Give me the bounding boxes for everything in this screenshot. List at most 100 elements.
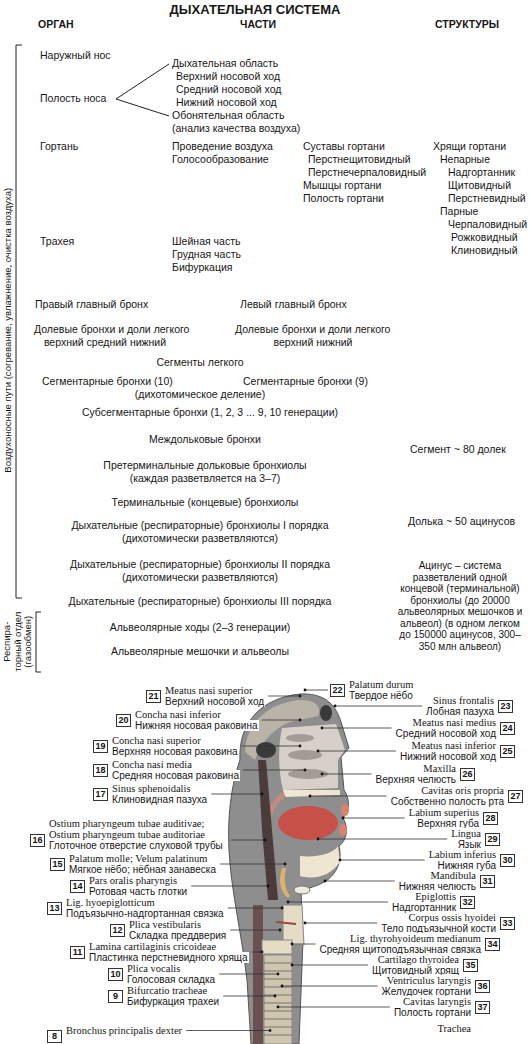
leader-line	[262, 720, 301, 721]
latin-term: Cartilago thyroidea	[377, 954, 460, 965]
callout-number: 26	[461, 769, 474, 780]
callout-box: 33	[500, 917, 515, 930]
callout-box: 16	[30, 834, 45, 847]
callout-number: 8	[48, 1031, 61, 1042]
latin-term: Ventriculus laryngis	[386, 975, 472, 986]
row-text: Полость гортани	[303, 192, 384, 205]
callout-number: 22	[331, 685, 344, 696]
callout-box: 36	[475, 980, 490, 993]
row-text: (дихотомически разветвляются)	[122, 571, 278, 584]
callout-number: 21	[147, 691, 160, 702]
leader-dot	[279, 929, 282, 932]
callout-number: 35	[464, 960, 477, 971]
row-text: Долька ~ 50 ацинусов	[408, 515, 515, 528]
leader-dot	[291, 943, 294, 946]
leader-dot	[317, 750, 320, 753]
row-text: Мышцы гортани	[303, 179, 381, 192]
leader-dot	[261, 951, 264, 954]
leader-dot	[274, 995, 277, 998]
callout-number: 20	[117, 715, 130, 726]
latin-term: Lamina cartilaginis cricoideae	[88, 941, 217, 952]
latin-term: Bronchus principalis dexter	[65, 1025, 183, 1036]
callout-box: 19	[93, 740, 108, 753]
leader-line	[219, 974, 278, 975]
callout-box: 13	[47, 902, 62, 915]
latin-term: Concha nasi superior	[111, 735, 202, 746]
leader-dot	[321, 727, 324, 730]
sphenoid-sinus	[256, 742, 276, 758]
latin-term: Plica vocalis	[126, 963, 181, 974]
row-text: Черпаловидный	[448, 218, 527, 231]
leader-line	[335, 706, 422, 707]
russian-term: Клиновидная пазуха	[111, 794, 208, 805]
leader-line	[310, 796, 387, 797]
row-text: Долевые бронхи и доли легкого	[34, 323, 189, 336]
row-text: (дихотомически разветвляются)	[122, 532, 278, 545]
latin-term: Concha nasi inferior	[134, 709, 222, 720]
bracket-tick	[16, 45, 22, 46]
leader-line	[252, 952, 262, 953]
leader-line	[318, 751, 396, 752]
leader-line	[278, 1007, 390, 1008]
callout-box: 11	[70, 946, 85, 959]
branch-lines	[116, 64, 169, 116]
latin-term: Bifurcatio tracheae	[126, 985, 208, 996]
row-text: Щитовидный	[448, 179, 511, 192]
leader-line	[305, 690, 328, 691]
callout-number: 28	[484, 813, 497, 824]
column-header: ЧАСТИ	[240, 18, 276, 31]
callout-number: 17	[94, 789, 107, 800]
bracket-text: Воздухоносные пути (согревание, увлажнен…	[3, 115, 14, 545]
callout-box: 14	[70, 880, 85, 893]
row-text: (анализ качества воздуха)	[172, 122, 300, 135]
leader-line	[231, 840, 265, 841]
callout-box: 37	[475, 1001, 490, 1014]
callout-number: 27	[509, 791, 522, 802]
leader-dot	[299, 695, 302, 698]
leader-line	[318, 839, 447, 840]
leader-dot	[334, 705, 337, 708]
callout-box: 27	[508, 790, 523, 803]
leader-dot	[309, 795, 312, 798]
leader-dot	[277, 1006, 280, 1009]
row-text: Надгортанник	[448, 166, 515, 179]
concha	[288, 750, 322, 760]
callout-number: 32	[461, 897, 474, 908]
tongue	[278, 806, 338, 840]
bracket	[16, 45, 41, 672]
leader-line	[230, 930, 280, 931]
leader-dot	[269, 1029, 272, 1032]
callout-box: 12	[110, 924, 125, 937]
row-text: Клиновидный	[451, 244, 518, 257]
russian-term: Подъязычно-надгортанная связка	[65, 908, 225, 919]
leader-line	[191, 886, 268, 887]
lip	[339, 824, 347, 836]
row-text: (дихотомическое деление)	[135, 388, 265, 401]
leader-dot	[299, 719, 302, 722]
latin-term: Meatus nasi inferior	[410, 740, 497, 751]
row-text: Междольковые бронхи	[149, 433, 261, 446]
callout-number: 36	[476, 981, 489, 992]
mandible	[300, 846, 340, 877]
row-text: Шейная часть	[172, 235, 240, 248]
russian-term: Лобная пазуха	[425, 706, 495, 717]
latin-term: Pars oralis pharyngis	[88, 875, 178, 886]
russian-term: Нижняя носовая раковина	[134, 720, 259, 731]
column-header: СТРУКТУРЫ	[435, 18, 499, 31]
russian-term: Нижний носовой ход	[399, 751, 497, 762]
row-text: Хрящи гортани	[433, 140, 506, 153]
callout-number: 18	[94, 765, 107, 776]
latin-term: Lingua	[450, 828, 482, 839]
callout-box: 24	[500, 722, 515, 735]
leader-line	[322, 774, 372, 775]
row-text: Субсегментарные бронхи (1, 2, 3 ... 9, 1…	[82, 406, 338, 419]
row-text: Голосообразование	[172, 153, 269, 166]
leader-line	[223, 996, 275, 997]
callout-number: 29	[486, 834, 499, 845]
leader-line	[282, 986, 378, 987]
russian-term: Голосовая складка	[126, 974, 216, 985]
leader-line	[268, 696, 300, 697]
row-text: Сегментарные бронхи (9)	[243, 375, 368, 388]
row-text: Грудная часть	[172, 248, 241, 261]
